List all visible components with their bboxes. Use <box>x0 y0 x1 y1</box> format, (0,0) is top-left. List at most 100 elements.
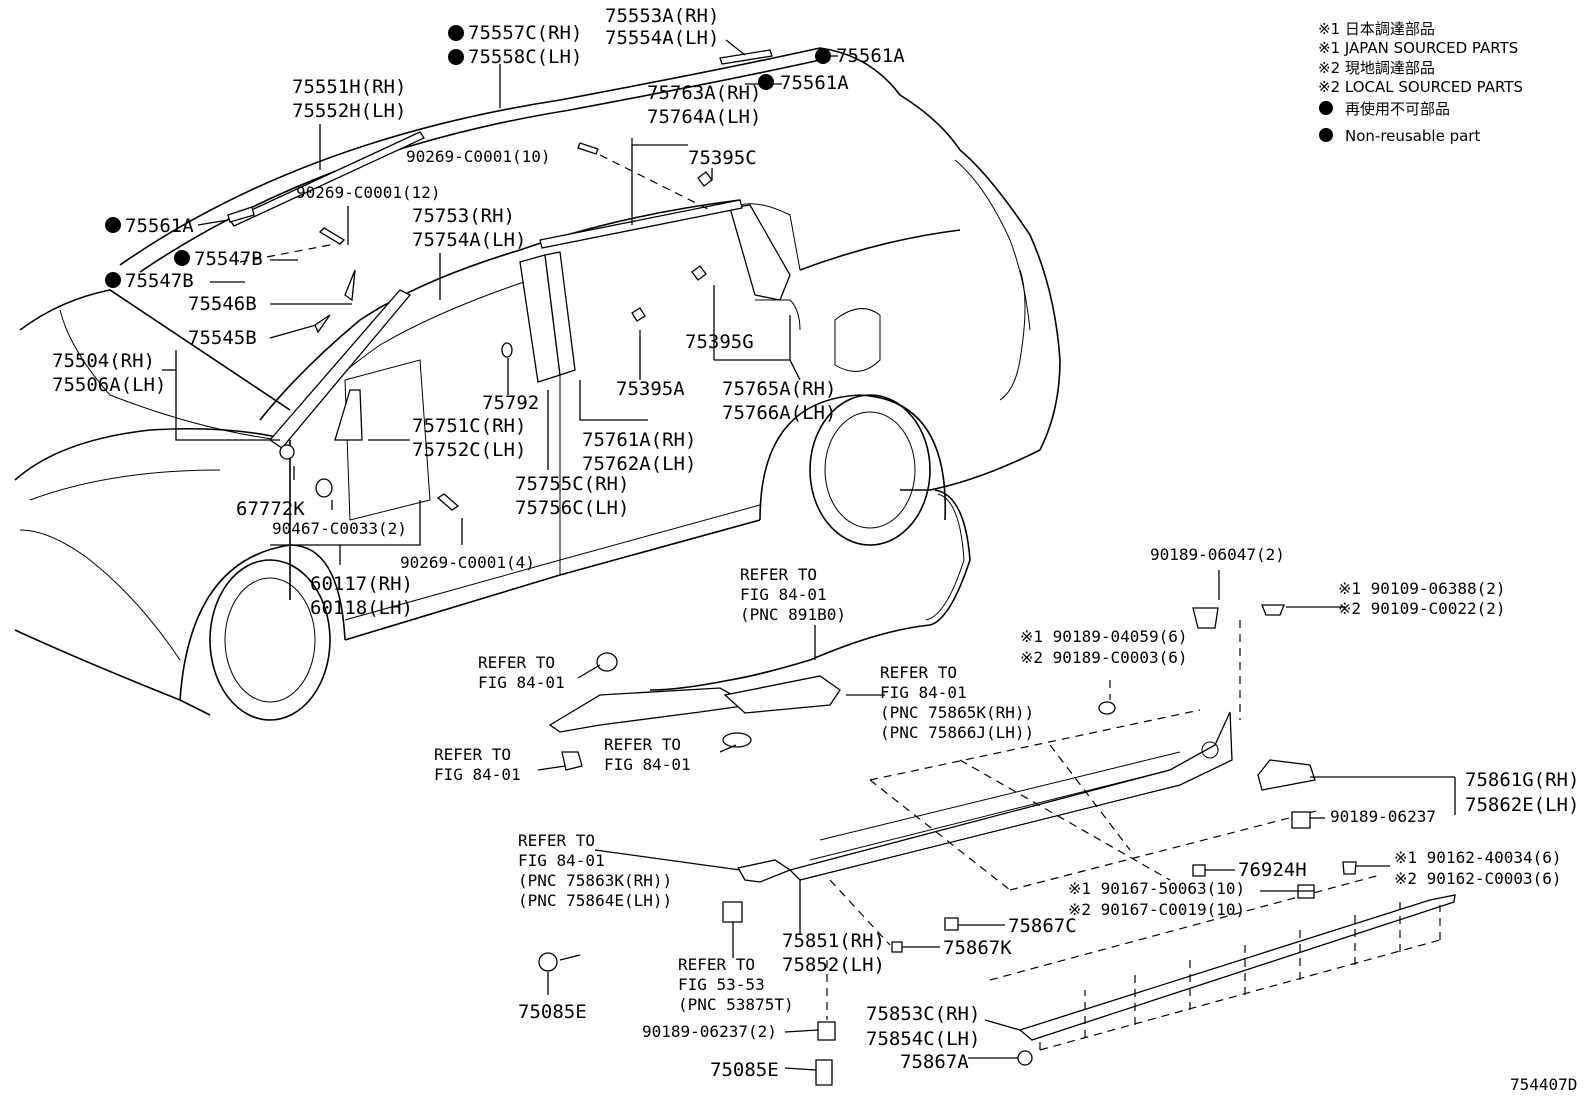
label-75854c: 75854C(LH) <box>866 1028 980 1050</box>
label-75753: 75753(RH) <box>412 205 515 227</box>
label-90269-c0001-10: 90269-C0001(10) <box>406 147 551 166</box>
label-75764a: 75764A(LH) <box>647 106 761 128</box>
clip-75792 <box>502 343 512 357</box>
legend-non-reusable-en: Non-reusable part <box>1345 127 1480 145</box>
refer-75863k-line4: (PNC 75864E(LH)) <box>518 891 672 910</box>
label-75395g: 75395G <box>685 331 754 353</box>
refer-75865k-line3: (PNC 75865K(RH)) <box>880 703 1034 722</box>
label-90162-c0003: ※2 90162-C0003(6) <box>1394 869 1562 888</box>
label-60117: 60117(RH) <box>310 573 413 595</box>
label-60118: 60118(LH) <box>310 597 413 619</box>
label-90189-c0003: ※2 90189-C0003(6) <box>1020 648 1188 667</box>
non-reusable-dot-icon <box>815 48 831 64</box>
bracket-75863k <box>738 860 790 882</box>
clip-75085e-b <box>816 1060 832 1085</box>
label-90189-06237-right: 90189-06237 <box>1330 807 1436 826</box>
legend-japan-sourced-en: ※1 JAPAN SOURCED PARTS <box>1318 39 1518 57</box>
bracket-75861g <box>1258 760 1315 790</box>
label-75561a-top: 75561A <box>836 45 905 67</box>
label-75546b: 75546B <box>188 293 257 315</box>
label-75761a: 75761A(RH) <box>582 429 696 451</box>
clip-75867c <box>945 918 958 930</box>
label-75085e-b: 75085E <box>710 1059 779 1081</box>
label-75552h: 75552H(LH) <box>292 100 406 122</box>
non-reusable-dot-icon <box>1319 101 1333 115</box>
refer-plug-line1: REFER TO <box>604 735 681 754</box>
label-75852: 75852(LH) <box>782 954 885 976</box>
non-reusable-dot-icon <box>105 217 121 233</box>
diagram-id: 754407D <box>1510 1075 1577 1094</box>
label-75551h: 75551H(RH) <box>292 76 406 98</box>
clip-90189-06237-bottom <box>818 1022 835 1040</box>
non-reusable-dot-icon <box>448 49 464 65</box>
nut-90467 <box>316 479 332 497</box>
label-75862e: 75862E(LH) <box>1465 794 1579 816</box>
label-75547b-b: 75547B <box>125 270 194 292</box>
legend-non-reusable-jp: 再使用不可部品 <box>1345 100 1450 118</box>
non-reusable-dot-icon <box>1319 128 1333 142</box>
screw-90162 <box>1343 862 1356 874</box>
screw-90269-c0001-4 <box>438 494 458 510</box>
refer-75863k-line2: FIG 84-01 <box>518 851 605 870</box>
refer-75865k-line4: (PNC 75866J(LH)) <box>880 723 1034 742</box>
clip-75395a <box>632 308 645 321</box>
screw-90109 <box>1262 605 1284 615</box>
clip-75395c <box>698 172 712 186</box>
label-90189-04059: ※1 90189-04059(6) <box>1020 627 1188 646</box>
label-75506a: 75506A(LH) <box>52 374 166 396</box>
screw-90269-c0001-12 <box>320 228 344 244</box>
roof-molding-end <box>720 50 772 64</box>
clip-75546b <box>345 270 355 300</box>
legend-local-sourced-jp: ※2 現地調達部品 <box>1318 59 1435 77</box>
label-75395c: 75395C <box>688 147 757 169</box>
label-90167-50063: ※1 90167-50063(10) <box>1068 879 1245 898</box>
clip-75395g <box>692 266 706 280</box>
non-reusable-dot-icon <box>758 74 774 90</box>
label-75861g: 75861G(RH) <box>1465 769 1579 791</box>
label-90189-06047: 90189-06047(2) <box>1150 545 1285 564</box>
label-75754a: 75754A(LH) <box>412 229 526 251</box>
clip-67772k <box>280 445 294 459</box>
vehicle-body-drawing <box>15 48 1060 720</box>
clip-76924h <box>1193 865 1205 876</box>
refer-75863k-line1: REFER TO <box>518 831 595 850</box>
label-75765a: 75765A(RH) <box>722 378 836 400</box>
pillar-garnish-75761a <box>545 252 575 375</box>
refer-grommet-line2: FIG 84-01 <box>478 673 565 692</box>
roof-drip-molding <box>230 132 424 226</box>
clip-75867a <box>1018 1051 1032 1065</box>
rocker-panel-assembly <box>539 605 1455 1085</box>
label-90109-06388: ※1 90109-06388(2) <box>1338 579 1506 598</box>
refer-891b0-line2: FIG 84-01 <box>740 585 827 604</box>
label-75792: 75792 <box>482 392 539 414</box>
label-75766a: 75766A(LH) <box>722 402 836 424</box>
label-75561a-left: 75561A <box>125 215 194 237</box>
refer-53875t-line2: FIG 53-53 <box>678 975 765 994</box>
label-75853c: 75853C(RH) <box>866 1003 980 1025</box>
label-75756c: 75756C(LH) <box>515 497 629 519</box>
leader-lines <box>162 40 1455 1070</box>
clip-53875t <box>723 902 742 922</box>
non-reusable-dot-icon <box>174 250 190 266</box>
non-reusable-dot-icon <box>448 25 464 41</box>
label-75547b-a: 75547B <box>194 248 263 270</box>
molding-end-75561a <box>228 207 254 222</box>
label-90189-06237-bottom: 90189-06237(2) <box>642 1022 777 1041</box>
label-90467-c0033: 90467-C0033(2) <box>272 519 407 538</box>
label-90269-c0001-12: 90269-C0001(12) <box>296 183 441 202</box>
label-75867c: 75867C <box>1008 915 1077 937</box>
pillar-garnish-75765a <box>730 205 790 300</box>
refer-grommet-line1: REFER TO <box>478 653 555 672</box>
non-reusable-markers <box>105 25 831 288</box>
label-75867a: 75867A <box>900 1051 969 1073</box>
screw-90269-c0001-10 <box>578 143 598 154</box>
label-75395a: 75395A <box>616 378 685 400</box>
label-75851: 75851(RH) <box>782 930 885 952</box>
part-labels: 75553A(RH) 75554A(LH) 75557C(RH) 75558C(… <box>52 5 1579 1094</box>
refer-891b0-line1: REFER TO <box>740 565 817 584</box>
grommet-refer-84-01 <box>597 653 617 671</box>
wire-harness-891b0 <box>550 490 970 732</box>
door-frame-molding-75763a <box>540 200 742 248</box>
non-reusable-dot-icon <box>105 272 121 288</box>
